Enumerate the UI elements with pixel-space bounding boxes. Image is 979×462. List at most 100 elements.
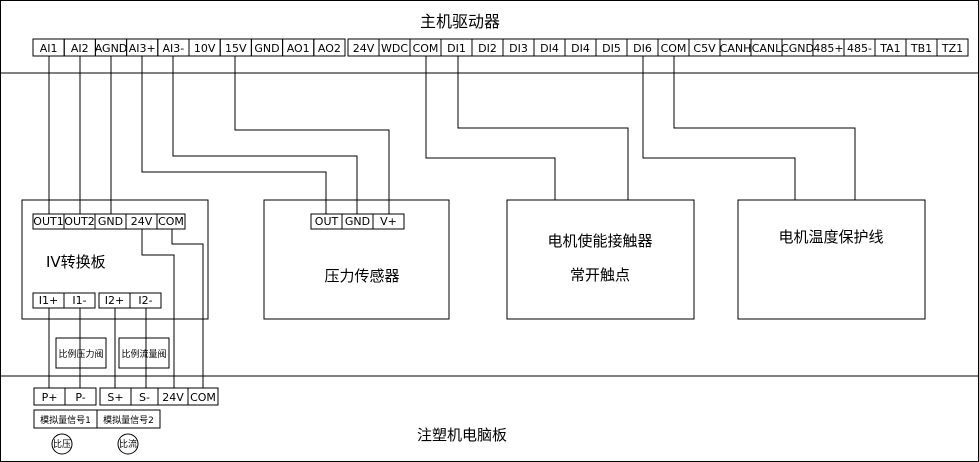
wire [642, 56, 796, 200]
driver-terminal-label: COM [661, 42, 687, 55]
board-terminal-label: S- [139, 391, 150, 404]
driver-terminal-24: CGND [781, 38, 814, 57]
driver-terminal-label: AGND [95, 42, 128, 55]
converter-bottom-pin-2: I2+ [98, 292, 131, 309]
board-title: 注塑机电脑板 [417, 426, 507, 444]
flow-valve-box [118, 337, 170, 369]
driver-terminal-label: DI6 [633, 42, 652, 55]
driver-terminal-label: TB1 [910, 42, 932, 55]
driver-terminal-0: AI1 [32, 38, 65, 57]
converter-top-pin-1: OUT2 [63, 213, 96, 230]
driver-terminal-21: C5V [688, 38, 721, 57]
driver-terminal-7: GND [250, 38, 284, 57]
signal-circle-label: 比压 [53, 438, 71, 450]
signal-circle [117, 433, 139, 455]
analog-signal-box [96, 409, 161, 429]
signal-circle [51, 433, 73, 455]
board-terminal-label: P- [75, 391, 85, 404]
driver-terminal-label: DI1 [447, 42, 466, 55]
driver-terminal-label: COM [413, 42, 439, 55]
driver-terminal-28: TB1 [905, 38, 938, 57]
driver-terminal-label: AI1 [40, 42, 58, 55]
thermal-protection-box [737, 199, 926, 320]
contactor-box [506, 199, 695, 320]
wire [234, 56, 390, 214]
driver-terminal-22: CANH [719, 38, 752, 57]
wire [172, 56, 358, 214]
board-terminal-5: COM [187, 387, 219, 406]
driver-terminal-label: AO1 [287, 42, 310, 55]
driver-terminal-16: DI4 [533, 38, 566, 57]
analog-signal-label: 模拟量信号2 [103, 414, 154, 426]
pressure-sensor-box [263, 199, 450, 320]
pressure-sensor-title: 压力传感器 [324, 267, 399, 285]
analog-signal-label: 模拟量信号1 [40, 414, 91, 426]
converter-bottom-pins: I1+ I1- I2+ I2- [32, 292, 162, 309]
driver-terminal-18: DI5 [595, 38, 628, 57]
wire [457, 56, 629, 200]
converter-bottom-pin-label: I2+ [105, 294, 124, 307]
driver-terminal-label: 485+ [813, 42, 843, 55]
driver-terminal-12: COM [409, 38, 442, 57]
driver-terminal-label: DI4 [540, 42, 559, 55]
driver-terminal-label: DI4 [571, 42, 590, 55]
driver-terminal-label: CANL [752, 42, 782, 55]
converter-board [21, 199, 209, 320]
pressure-valve-box [55, 337, 107, 369]
board-terminal-3: S- [130, 387, 159, 406]
driver-terminal-label: AI3+ [129, 42, 156, 55]
sensor-pin-2: V+ [372, 213, 405, 230]
board-terminal-box [64, 387, 97, 406]
driver-terminal-20: COM [657, 38, 690, 57]
converter-top-pin-0: OUT1 [32, 213, 65, 230]
converter-bottom-pin-label: I2- [138, 294, 152, 307]
board-terminal-label: 24V [162, 391, 184, 404]
driver-terminal-label: CANH [720, 42, 752, 55]
converter-top-pin-3: 24V [125, 213, 158, 230]
wire [141, 229, 175, 388]
driver-terminal-label: 15V [225, 42, 247, 55]
driver-terminal-label: TA1 [879, 42, 900, 55]
converter-top-pin-label: 24V [131, 215, 153, 228]
board-terminal-1: P- [64, 387, 97, 406]
wire [425, 56, 556, 200]
driver-terminal-label: 485- [847, 42, 872, 55]
driver-terminal-14: DI2 [471, 38, 504, 57]
converter-bottom-pin-label: I1+ [39, 294, 58, 307]
converter-top-pin-2: GND [94, 213, 127, 230]
driver-terminal-25: 485+ [812, 38, 845, 57]
driver-terminal-label: AI3- [163, 42, 185, 55]
sensor-pin-label: V+ [380, 215, 397, 228]
converter-top-pin-box [156, 213, 186, 230]
converter-bottom-pin-3: I2- [129, 292, 162, 309]
driver-terminal-label: DI3 [509, 42, 528, 55]
converter-top-pin-label: GND [98, 215, 123, 228]
thermal-protection-title: 电机温度保护线 [778, 228, 883, 246]
driver-terminal-26: 485- [843, 38, 876, 57]
wire [141, 56, 327, 214]
sensor-pin-1: GND [341, 213, 374, 230]
contactor-title-line1: 电机使能接触器 [547, 232, 652, 250]
board-terminal-label: S+ [107, 391, 123, 404]
driver-terminal-label: AI2 [71, 42, 89, 55]
converter-bottom-pin-label: I1- [72, 294, 86, 307]
driver-terminal-10: 24V [347, 38, 380, 57]
driver-terminal-1: AI2 [63, 38, 96, 57]
sensor-pin-label: GND [345, 215, 370, 228]
driver-terminal-label: DI2 [478, 42, 497, 55]
driver-terminal-2: AGND [95, 38, 128, 57]
board-terminal-label: COM [190, 391, 216, 404]
driver-terminal-27: TA1 [874, 38, 907, 57]
converter-bottom-pin-box [129, 292, 162, 309]
driver-terminal-15: DI3 [502, 38, 535, 57]
driver-terminal-box [313, 38, 346, 57]
driver-terminal-6: 15V [219, 38, 252, 57]
converter-bottom-pin-0: I1+ [32, 292, 65, 309]
flow-valve-label: 比例流量阀 [121, 348, 166, 360]
board-terminal-0: P+ [33, 387, 66, 406]
sensor-pin-label: OUT [315, 215, 339, 228]
driver-terminal-23: CANL [750, 38, 783, 57]
